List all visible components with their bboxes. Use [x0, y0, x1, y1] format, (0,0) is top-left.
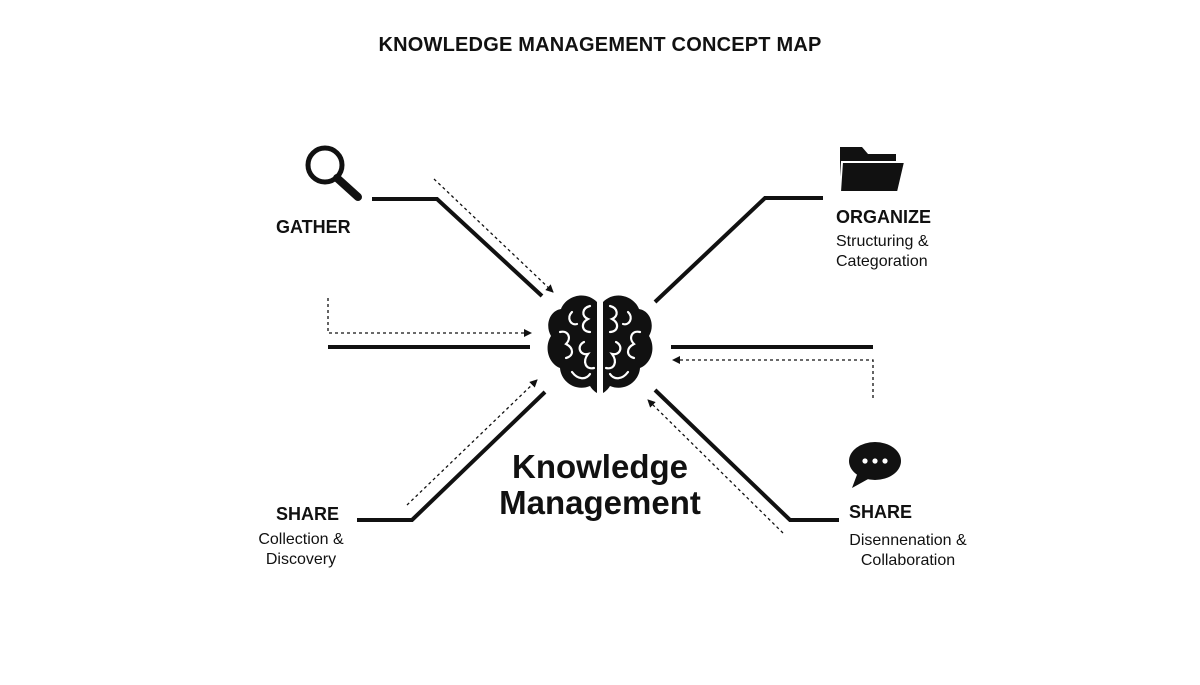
share-right-desc-line1: Disennenation &	[849, 532, 967, 549]
share-left-flow-arrow	[406, 379, 538, 506]
organize-connector-line	[653, 196, 823, 304]
share-right-flow-arrow	[647, 399, 784, 534]
center-title: Knowledge Management	[440, 449, 760, 521]
share-left-label: SHARE	[276, 504, 340, 524]
share-left-desc-line1: Collection &	[258, 531, 344, 548]
left-flow-arrow	[327, 298, 532, 337]
center-title-line2: Management	[499, 484, 701, 521]
share-right-label: SHARE	[849, 502, 913, 522]
page-title: KNOWLEDGE MANAGEMENT CONCEPT MAP	[378, 34, 822, 56]
brain-icon	[547, 295, 653, 393]
share-right-connector-line	[653, 388, 839, 522]
center-title-line1: Knowledge	[511, 448, 688, 485]
share-left-desc-line2: Discovery	[265, 551, 337, 568]
speech-bubble-icon	[849, 442, 901, 488]
magnifying-glass-icon	[305, 145, 362, 201]
share-right-desc-line2: Collaboration	[860, 552, 956, 569]
gather-connector-line	[372, 197, 544, 298]
organize-label: ORGANIZE	[836, 207, 932, 227]
share-left-connector-line	[357, 390, 547, 522]
gather-flow-arrow	[433, 178, 554, 293]
gather-label: GATHER	[276, 217, 351, 237]
folder-icon	[838, 147, 907, 193]
organize-desc-line1: Structuring &	[836, 233, 929, 250]
organize-desc-line2: Categoration	[836, 253, 928, 270]
right-flow-arrow	[672, 356, 874, 398]
